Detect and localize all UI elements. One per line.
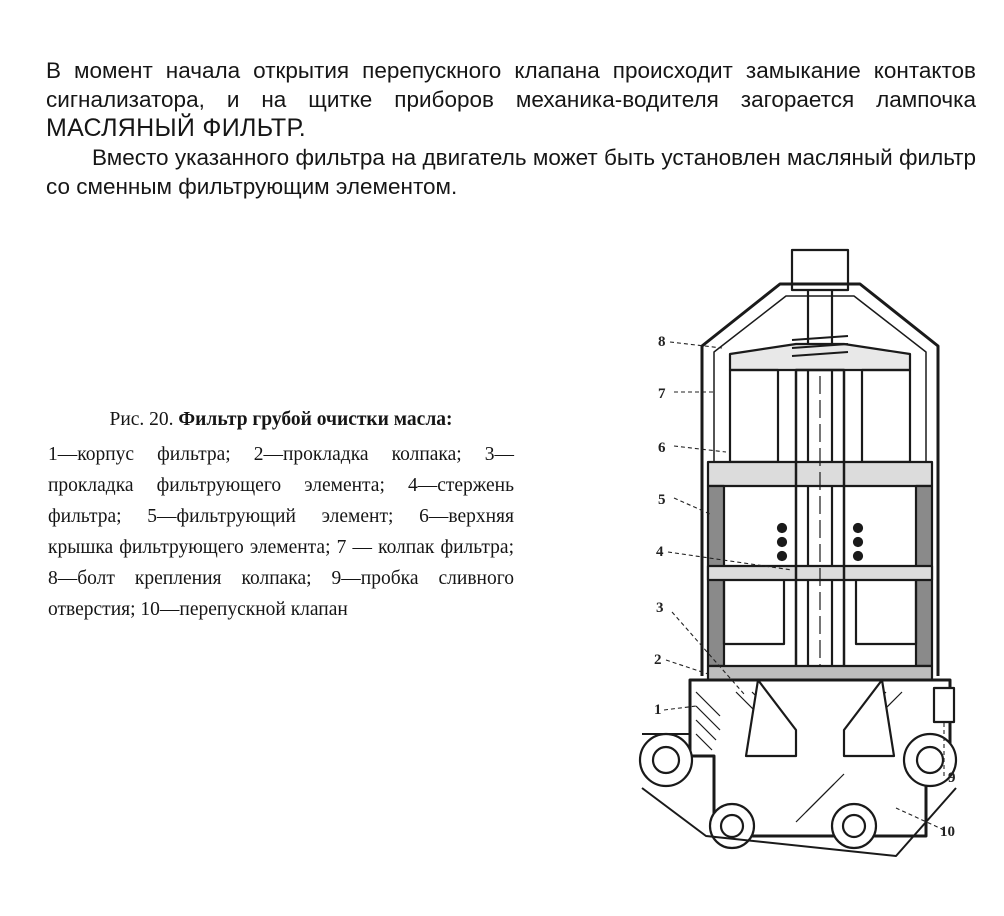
- oil-filter-drawing: 8 7 6 5 4 3 2 1 9 10: [596, 236, 996, 876]
- warning-lamp-label: МАСЛЯНЫЙ ФИЛЬТР.: [46, 114, 306, 142]
- callout-8: 8: [658, 334, 666, 350]
- paragraph-1-text: В момент начала открытия перепускного кл…: [46, 58, 976, 112]
- figure-title: Рис. 20. Фильтр грубой очистки масла:: [48, 404, 514, 435]
- callout-6: 6: [658, 440, 666, 456]
- drain-plug: [932, 686, 956, 724]
- figure-title-text: Фильтр грубой очистки масла:: [178, 409, 453, 430]
- figure-legend: 1—корпус фильтра; 2—прокладка колпака; 3…: [48, 444, 514, 620]
- oil-filter-diagram: 8 7 6 5 4 3 2 1 9 10: [638, 248, 958, 857]
- figure-number: Рис. 20.: [109, 409, 179, 430]
- mounting-lug-left: [638, 732, 694, 788]
- paragraph-1: В момент начала открытия перепускного кл…: [46, 56, 976, 143]
- callout-2: 2: [654, 652, 662, 668]
- body-text: В момент начала открытия перепускного кл…: [46, 56, 976, 201]
- filter-cap: [700, 282, 940, 676]
- callout-7: 7: [658, 386, 666, 402]
- figure-caption: Рис. 20. Фильтр грубой очистки масла: 1—…: [48, 404, 514, 625]
- cap-gasket: [706, 664, 934, 682]
- callout-3: 3: [656, 600, 664, 616]
- callout-4: 4: [656, 544, 664, 560]
- callout-10: 10: [940, 824, 955, 840]
- mounting-lug-right: [902, 732, 958, 788]
- paragraph-2: Вместо указанного фильтра на двигатель м…: [46, 145, 976, 199]
- callout-5: 5: [658, 492, 666, 508]
- callout-9: 9: [948, 770, 956, 786]
- callout-1: 1: [654, 702, 662, 718]
